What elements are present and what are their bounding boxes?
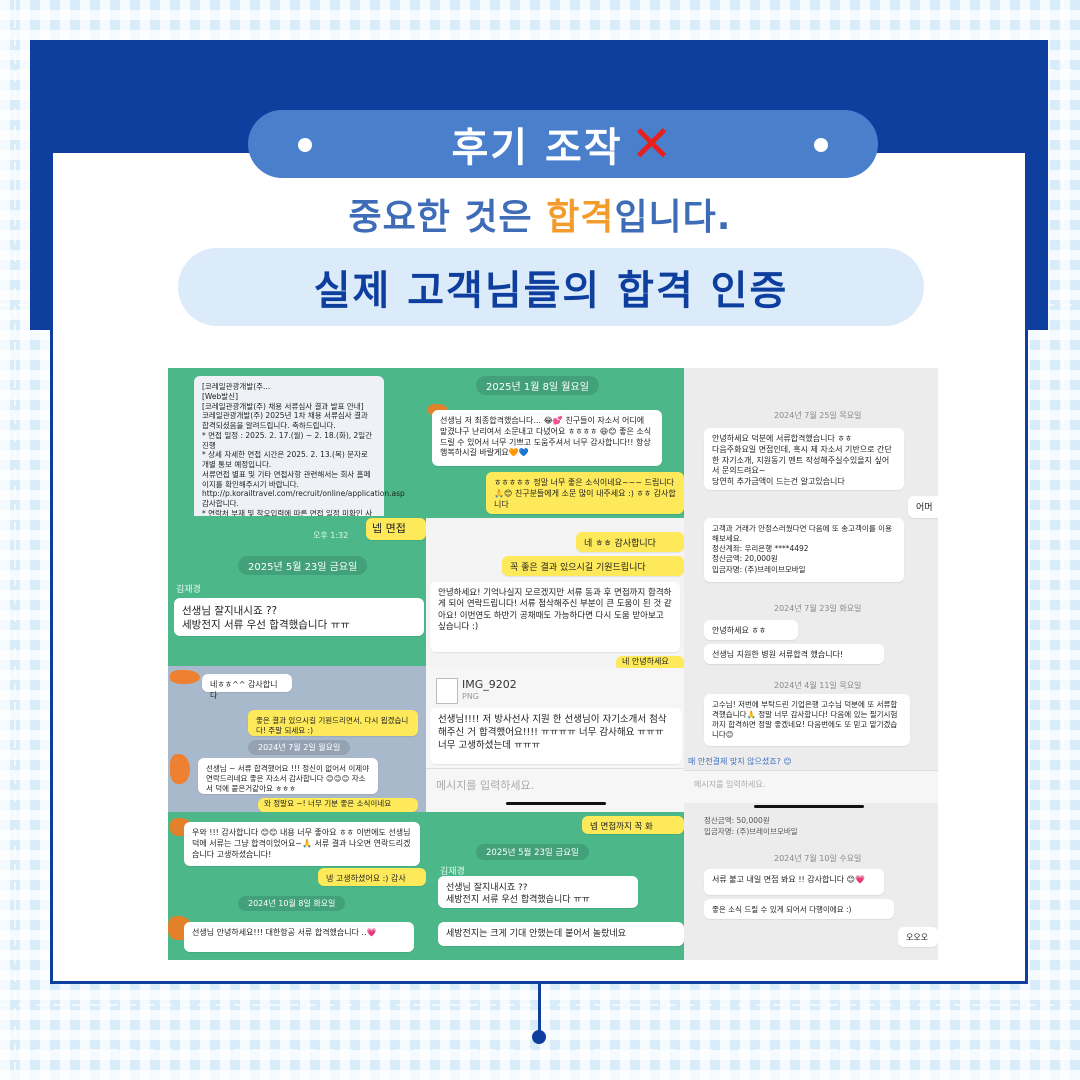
date-label-2: 2024년 7월 23일 화요일 xyxy=(774,604,862,613)
connector-line xyxy=(538,984,541,1034)
connector-dot xyxy=(532,1030,546,1044)
message-bubble-2: 세방전지는 크게 기대 안했는데 붙어서 놀랐네요 xyxy=(438,922,684,946)
chat-screenshot-7: 네ㅎㅎ^^ 감사합니다 좋은 결과 있으시길 기원드리면서, 다시 뵙겠습니다!… xyxy=(168,666,426,812)
badge-dot-left xyxy=(298,138,312,152)
yellow-bubble: 넵 면접까지 꼭 화 xyxy=(582,816,684,834)
date-label: 2024년 7월 10일 수요일 xyxy=(774,854,862,863)
badge-dot-right xyxy=(814,138,828,152)
chat-screenshot-10: 정산금액: 50,000원 입금자명: (주)브레이브모바일 2024년 7월 … xyxy=(684,803,938,960)
date-label-3: 2024년 4월 11일 목요일 xyxy=(774,681,862,690)
yellow-bubble-2: 와 정말요 ~! 너무 기분 좋은 소식이네요 xyxy=(258,798,418,812)
pass-bubble: 선생님 지원한 병원 서류합격 했습니다! xyxy=(704,644,884,664)
file-name: IMG_9202 xyxy=(462,678,517,691)
chat-screenshot-3: 2024년 7월 25일 목요일 안녕하세요 덕분에 서류합격했습니다 ㅎㅎ 다… xyxy=(684,368,938,803)
file-icon xyxy=(436,678,458,704)
reply-bubble: ㅎㅎㅎㅎㅎ 정말 너무 좋은 소식이네요~~~ 드립니다 🙏😊 친구분들에게 소… xyxy=(486,472,684,514)
chat-screenshot-5: 네 ㅎㅎ 감사합니다 꼭 좋은 결과 있으시길 기원드립니다 안녕하세요! 기억… xyxy=(426,518,684,668)
payment-info: 정산금액: 50,000원 입금자명: (주)브레이브모바일 xyxy=(704,816,798,836)
time-label: 오후 1:32 xyxy=(313,531,349,540)
chat-screenshot-1-bottom: 넵 면접 오후 1:32 xyxy=(168,516,426,546)
testimonial-collage: [코레일관광개발(주... [Web발신] [코레일관광개발(주) 채용 서류심… xyxy=(168,368,938,960)
thanks-bubble: 네ㅎㅎ^^ 감사합니다 xyxy=(202,674,292,700)
message-bubble-2: 좋은 소식 드릴 수 있게 되어서 다행이에요 :) xyxy=(704,899,894,919)
chat-screenshot-9: 넵 면접까지 꼭 화 2025년 5월 23일 금요일 김재경 선생님 잘지내시… xyxy=(426,812,684,960)
message-bubble: 선생님!!!! 저 방사선사 지원 한 선생님이 자기소개서 첨삭 해주신 거 … xyxy=(430,708,682,764)
file-type: PNG xyxy=(462,692,480,701)
red-x-icon: ✕ xyxy=(630,115,675,173)
manipulation-badge: 후기 조작 ✕ xyxy=(248,110,878,178)
payment-info: 고객과 거래가 안정스러웠다면 다음에 또 송고객이를 이용해보세요. 정산계좌… xyxy=(704,518,904,582)
right-bubble: 어머 xyxy=(908,496,938,518)
message-bubble: 선생님 저 최종합격했습니다... 😂💕 친구들이 자소서 어디에 맡겼냐구 난… xyxy=(432,410,662,466)
date-chip: 2025년 5월 23일 금요일 xyxy=(476,844,589,860)
sms-notice: [코레일관광개발(주... [Web발신] [코레일관광개발(주) 채용 서류심… xyxy=(194,376,405,528)
subtitle-accent: 합격 xyxy=(546,197,615,238)
message-input[interactable]: 메시지를 입력하세요. xyxy=(426,768,684,798)
main-title: 실제 고객님들의 합격 인증 xyxy=(178,248,924,326)
badge-text: 후기 조작 xyxy=(451,125,623,171)
right-bubble: 오오오 xyxy=(898,927,938,947)
subtitle-suffix: 입니다. xyxy=(614,197,732,238)
sender-name: 김재경 xyxy=(440,867,465,877)
message-bubble: 선생님 잘지내시죠 ?? 세방전지 서류 우선 합격했습니다 ㅠㅠ xyxy=(174,598,424,636)
hello-bubble: 안녕하세요 ㅎㅎ xyxy=(704,620,798,640)
home-indicator xyxy=(754,805,864,808)
redaction-mark xyxy=(170,670,200,684)
yellow-bubble-1: 네 ㅎㅎ 감사합니다 xyxy=(576,532,684,552)
chat-screenshot-2: 2025년 1월 8일 월요일 선생님 저 최종합격했습니다... 😂💕 친구들… xyxy=(426,368,684,518)
date-label: 2024년 7월 25일 목요일 xyxy=(774,411,862,420)
yellow-bubble: 좋은 결과 있으시길 기원드리면서, 다시 뵙겠습니다! 주말 되세요 :) xyxy=(248,710,418,736)
message-input[interactable]: 메시지를 입력하세요. xyxy=(684,770,938,803)
request-line-3: 당연히 추가금액이 드는건 알고있습니다 xyxy=(712,477,845,487)
yellow-bubble: 넹 고생하셨어요 :) 감사 xyxy=(318,868,426,886)
request-bubble: 안녕하세요 덕분에 서류합격했습니다 ㅎㅎ 다음주화요일 면접인데, 혹시 제 … xyxy=(704,428,904,490)
date-chip: 2024년 10월 8일 화요일 xyxy=(238,896,346,911)
message-bubble-2: 선생님 안녕하세요!!! 대한항공 서류 합격했습니다 ..💗 xyxy=(184,922,414,952)
chat-screenshot-4: 2025년 5월 23일 금요일 김재경 선생님 잘지내시죠 ?? 세방전지 서… xyxy=(168,546,426,666)
home-indicator xyxy=(506,802,606,805)
yellow-bubble-2: 꼭 좋은 결과 있으시길 기원드립니다 xyxy=(502,556,684,576)
date-chip: 2025년 1월 8일 월요일 xyxy=(476,376,599,395)
date-chip: 2025년 5월 23일 금요일 xyxy=(238,556,368,575)
subtitle: 중요한 것은 합격입니다. xyxy=(0,188,1080,240)
chat-screenshot-8: 우와 !!! 감사합니다 😊😊 내용 너무 좋아요 ㅎㅎ 이번에도 선생님 덕에… xyxy=(168,812,426,960)
date-chip: 2024년 7월 2일 월요일 xyxy=(248,740,351,755)
thanks-bubble: 고수님! 저번에 부탁드린 기업은행 고수님 덕분에 또 서류합격했습니다🙏 정… xyxy=(704,694,910,746)
request-line-1: 안녕하세요 덕분에 서류합격했습니다 ㅎㅎ xyxy=(712,434,853,443)
redaction-mark-2 xyxy=(170,754,190,784)
request-line-2: 다음주화요일 면접인데, 혹시 제 자소서 기반으로 간단한 자기소개, 지원동… xyxy=(712,444,892,476)
chat-screenshot-6: IMG_9202 PNG 선생님!!!! 저 방사선사 지원 한 선생님이 자기… xyxy=(426,668,684,812)
message-bubble: 안녕하세요! 기억나실지 모르겠지만 서류 동과 후 면접까지 합격하게 되어 … xyxy=(430,582,680,652)
subtitle-prefix: 중요한 것은 xyxy=(348,197,547,238)
message-bubble: 우와 !!! 감사합니다 😊😊 내용 너무 좋아요 ㅎㅎ 이번에도 선생님 덕에… xyxy=(184,822,420,866)
chat-screenshot-1: [코레일관광개발(주... [Web발신] [코레일관광개발(주) 채용 서류심… xyxy=(168,368,426,533)
sender-name: 김재경 xyxy=(176,585,201,595)
yellow-bubble-3: 네 안녕하세요 xyxy=(616,656,684,668)
yellow-bubble: 넵 면접 xyxy=(366,518,426,540)
main-title-text: 실제 고객님들의 합격 인증 xyxy=(313,268,789,314)
message-bubble: 선생님 ~ 서류 합격했어요 !!! 정신이 없어서 이제야 연락드리네요 좋은… xyxy=(198,758,378,794)
message-bubble: 서류 붙고 내일 면접 봐요 !! 감사합니다 😊💗 xyxy=(704,869,884,895)
message-bubble: 선생님 잘지내시죠 ?? 세방전지 서류 우선 합격했습니다 ㅠㅠ xyxy=(438,876,638,908)
safe-pay-link: 매 안전결제 맞지 않으셨죠? 😊 xyxy=(688,757,792,766)
